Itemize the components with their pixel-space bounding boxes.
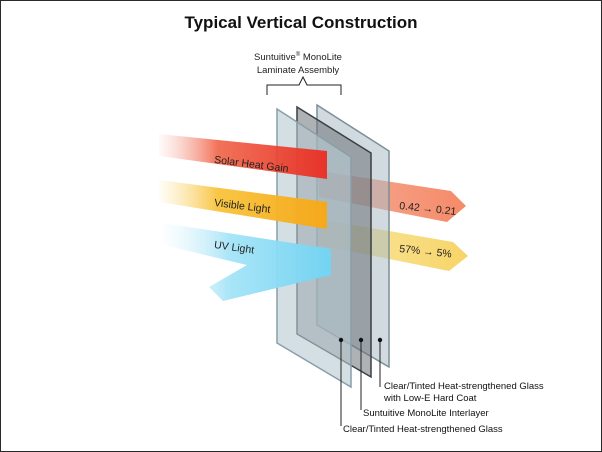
diagram-title: Typical Vertical Construction (184, 13, 418, 32)
interlayer-label: Suntuitive MonoLite Interlayer (363, 408, 489, 419)
registered-mark: ® (295, 52, 301, 58)
leader-dot-interlayer (358, 337, 364, 343)
solar-heat-gain-beam (159, 134, 327, 179)
assembly-name-rest: MonoLite (300, 52, 342, 64)
assembly-line2: Laminate Assembly (256, 65, 340, 77)
assembly-label: Suntuitive® MonoLite Laminate Assembly (223, 49, 373, 77)
leader-dot-inner-glass (377, 337, 383, 343)
uv-light-beam (163, 223, 331, 301)
visible-light-beam (159, 180, 327, 229)
assembly-brand: Suntuitive (254, 52, 296, 64)
inner-glass-label-line2: with Low-E Hard Coat (384, 393, 477, 404)
leader-dot-outer-glass (338, 337, 344, 343)
inner-glass-label-line1: Clear/Tinted Heat-strengthened Glass (384, 381, 544, 392)
outer-glass-label: Clear/Tinted Heat-strengthened Glass (343, 424, 503, 435)
assembly-bracket (266, 75, 342, 95)
